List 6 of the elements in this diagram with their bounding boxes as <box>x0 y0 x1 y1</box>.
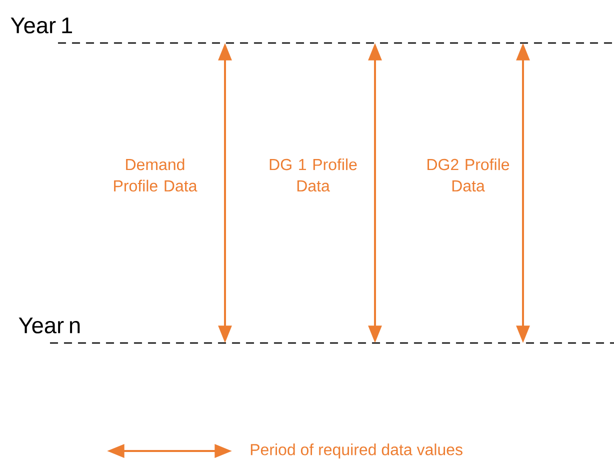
year-line: Year n <box>18 318 614 344</box>
edge-label: DG 1 Profile Data <box>270 158 357 192</box>
edge-label: DG2 Profile Data <box>428 158 510 192</box>
edge-label: Demand Profile Data <box>114 158 198 192</box>
year-line: Year 1 <box>10 18 614 44</box>
legend-text: Period of required data values <box>250 444 462 458</box>
